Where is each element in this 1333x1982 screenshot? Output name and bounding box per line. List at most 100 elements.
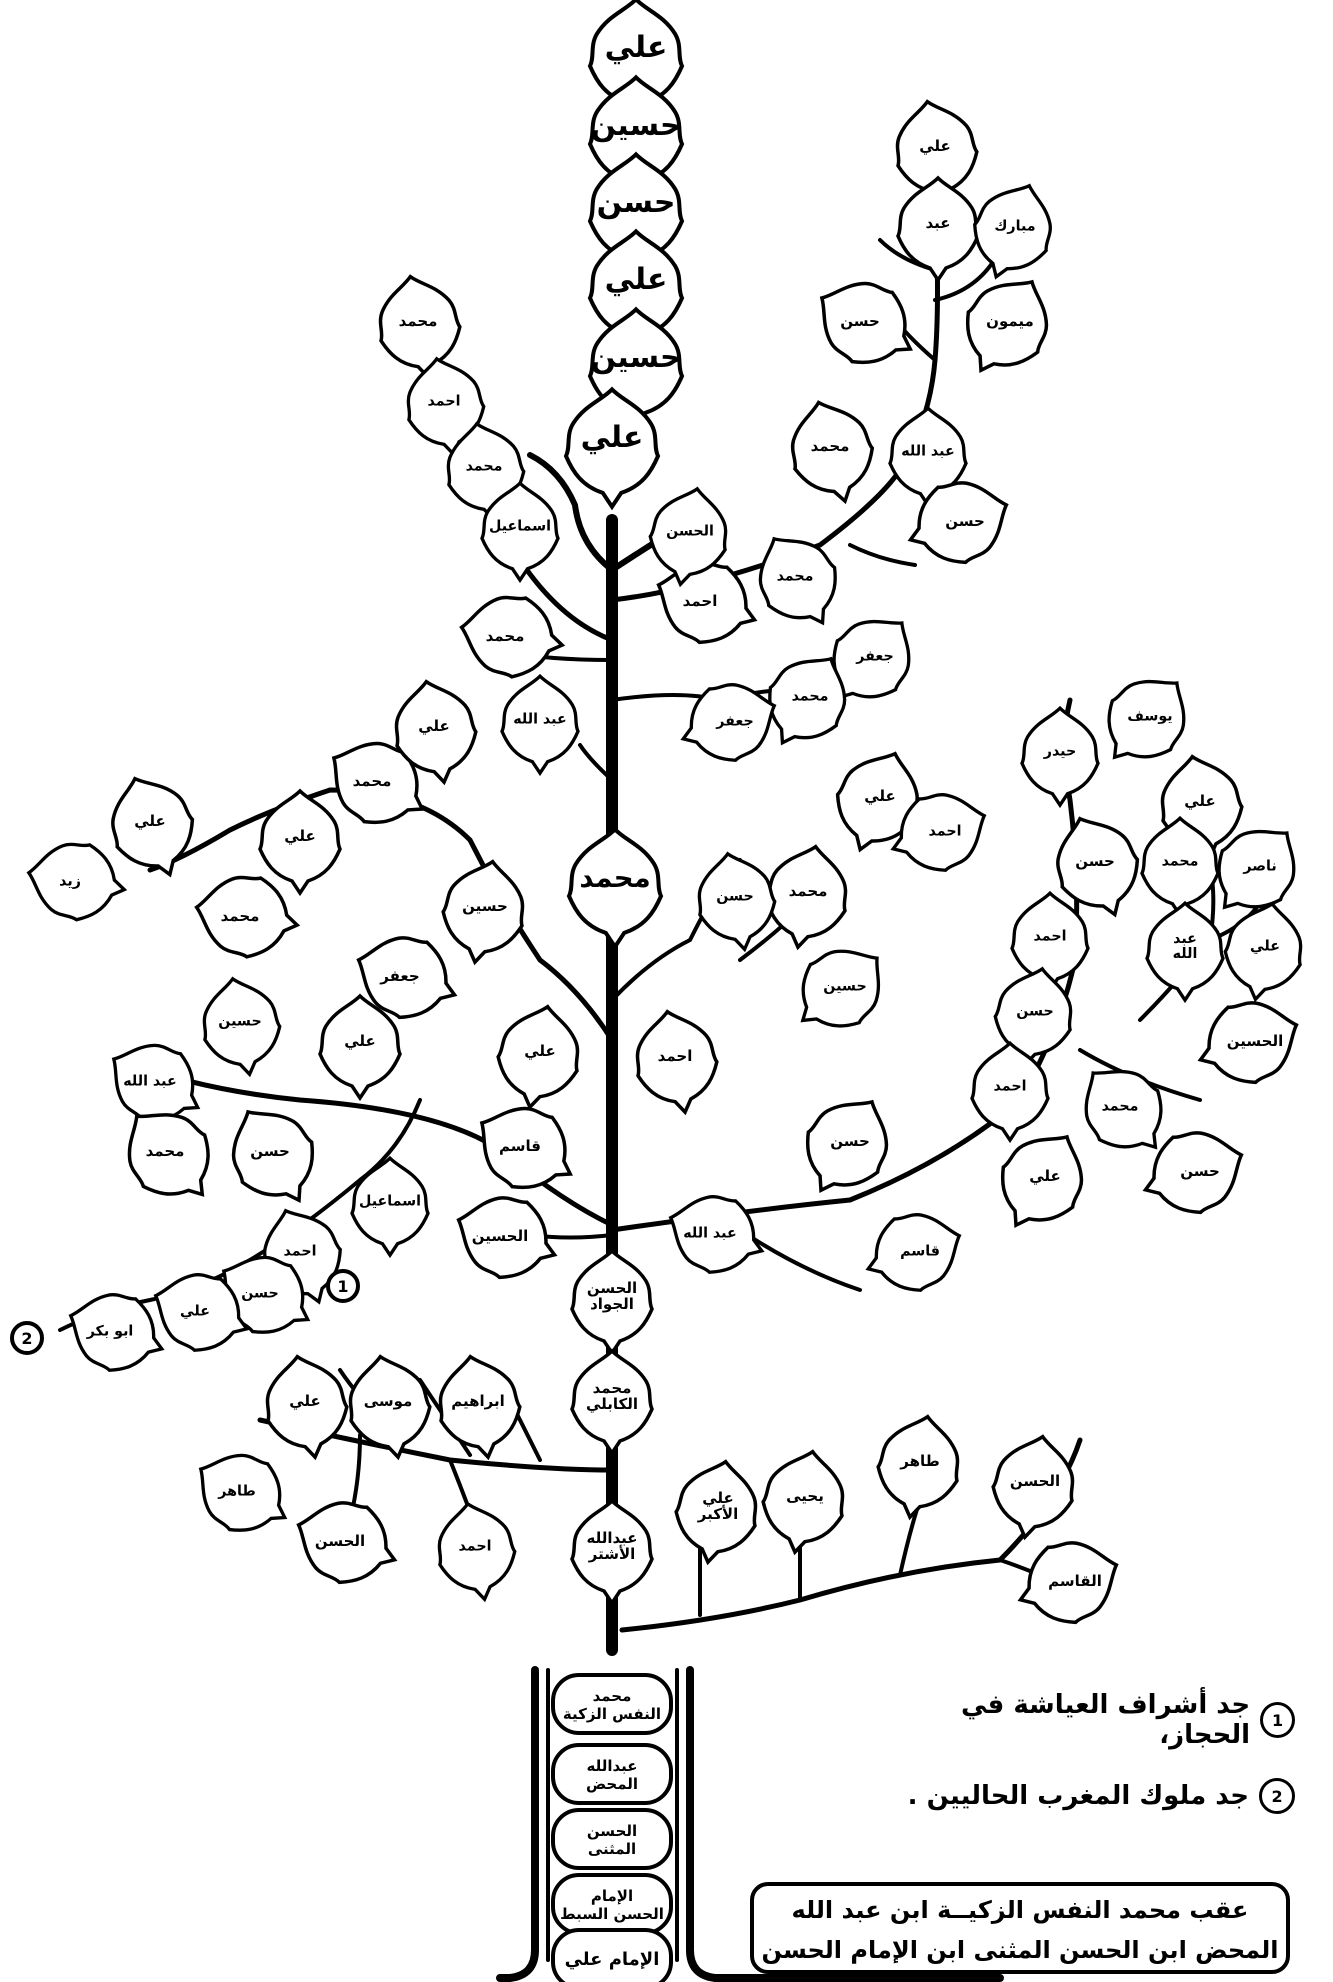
leaf-right_upper-10-label: الحسن xyxy=(666,524,714,540)
leaf-trunk-top-3-label: علي xyxy=(605,262,668,297)
note-1-number: 1 xyxy=(1260,1702,1295,1738)
leaf-right_upper-6: محمد xyxy=(780,392,884,511)
leaf-trunk-top-4-label: حسين xyxy=(590,340,681,375)
leaf-trunk-mid-0-label: محمد xyxy=(579,861,650,894)
leaf-right_upper-7-label: حسن xyxy=(945,512,985,530)
leaf-far_right-10-label: محمد xyxy=(1162,854,1199,870)
leaf-far_right-13-label: علي xyxy=(1250,939,1280,955)
leaf-right_mid-2-label: محمد xyxy=(789,882,828,900)
leaf-lower_left-3: حسن xyxy=(213,1092,333,1220)
leaf-right_upper-2: مبارك xyxy=(960,173,1065,290)
leaf-left_mid-3-label: علي xyxy=(284,827,316,845)
leaf-far_right-11-label: ناصر xyxy=(1242,859,1276,875)
leaf-lower_right-2-label: قاسم xyxy=(900,1244,940,1260)
leaf-left_mid-6: حسين xyxy=(436,855,532,969)
summary-line-2: المحض ابن الحسن المثنى ابن الإمام الحسن xyxy=(754,1930,1286,1970)
trunk-base-node-0-label: محمد xyxy=(593,1687,632,1705)
summary-line-1: عقب محمد النفس الزكيــة ابن عبد الله xyxy=(754,1890,1286,1930)
leaf-left_mid-1: زيد xyxy=(22,835,131,927)
leaf-left_mid-8-label: علي xyxy=(524,1042,556,1060)
leaf-left_mid-4-label: محمد xyxy=(353,772,392,790)
leaf-trunk-mid-1-label: الجواد xyxy=(590,1295,634,1313)
leaf-right_mid-3-label: حسن xyxy=(716,889,754,905)
leaf-bottom_right-0-label: الأكبر xyxy=(697,1505,739,1523)
leaf-right_upper-1-label: عبد xyxy=(925,214,950,232)
leaf-right_upper-8-label: محمد xyxy=(777,569,814,585)
leaf-far_right-3-label: احمد xyxy=(1034,929,1067,945)
note-2: 2 جد ملوك المغرب الحاليين . xyxy=(875,1778,1295,1814)
leaf-bottom_right-2-label: طاهر xyxy=(899,1452,940,1470)
leaf-left_mid-2-label: محمد xyxy=(221,907,260,925)
leaf-lower_left-1-label: عبد الله xyxy=(123,1074,176,1090)
leaf-far_right-1-label: حيدر xyxy=(1043,744,1077,760)
trunk-base-node-4-label: الإمام علي xyxy=(565,1949,660,1970)
leaf-left_mid-5-label: علي xyxy=(418,717,450,735)
leaf-left_mid-2: محمد xyxy=(190,868,304,964)
trunk-base-node-2: الحسنالمثنى xyxy=(553,1810,671,1868)
leaf-left_upper-5: عبد الله xyxy=(502,676,578,773)
leaf-right_mid-1-label: احمد xyxy=(929,824,962,840)
leaf-bottom_left-4-label: الحسن xyxy=(315,1532,365,1550)
leaf-left_upper-5-label: عبد الله xyxy=(513,712,566,728)
leaf-lower_left-8-label: حسن xyxy=(241,1286,279,1302)
leaf-bottom_left-2-label: ابراهيم xyxy=(451,1392,505,1410)
leaf-right_upper-3: حسن xyxy=(802,263,930,383)
trunk-base-node-1: عبداللهالمحض xyxy=(553,1745,671,1803)
leaf-left_mid-8: علي xyxy=(491,1000,587,1114)
leaf-far_right-14: الحسين xyxy=(1187,987,1310,1097)
leaf-far_right-2-label: حسن xyxy=(1075,852,1115,870)
leaf-bottom_left-4: الحسن xyxy=(285,1487,408,1597)
leaf-far_right-12-label: الله xyxy=(1173,946,1198,962)
leaf-lower_left-5-label: قاسم xyxy=(499,1137,541,1155)
leaf-right_mid-5-label: احمد xyxy=(658,1047,693,1065)
leaf-left_upper-4-label: محمد xyxy=(486,627,525,645)
leaf-left_mid-1-label: زيد xyxy=(59,874,81,890)
trunk-base-wall-left xyxy=(500,1670,535,1978)
note-1: 1 جد أشراف العياشة في الحجاز، xyxy=(875,1690,1295,1750)
leaf-lower_left-4-label: محمد xyxy=(146,1142,185,1160)
leaf-lower_left-11-label: الحسين xyxy=(472,1227,528,1245)
leaf-trunk-mid-2-label: الكابلي xyxy=(586,1395,638,1413)
trunk-base-node-0-label: النفس الزكية xyxy=(563,1705,661,1723)
leaf-trunk-top-2-label: حسن xyxy=(597,185,676,220)
leaf-left_mid-6-label: حسين xyxy=(462,897,508,915)
leaf-far_right-14-label: الحسين xyxy=(1227,1032,1283,1050)
leaf-bottom_left-5-label: احمد xyxy=(459,1539,492,1555)
leaf-right_upper-3-label: حسن xyxy=(840,312,880,330)
leaf-lower_right-1: عبد الله xyxy=(658,1182,775,1287)
leaf-lower_left-10-label: ابو بكر xyxy=(86,1324,134,1340)
leaf-far_right-12-label: عبد xyxy=(1173,931,1197,947)
leaf-right_upper-0-label: علي xyxy=(919,137,951,155)
leaf-trunk-mid-0: محمد xyxy=(569,829,661,946)
marker-2-label: 2 xyxy=(21,1329,32,1348)
leaf-bottom_left-1: موسى xyxy=(341,1350,437,1464)
leaf-bottom_right-1: يحيى xyxy=(756,1445,852,1559)
trunk-base-node-2-label: المثنى xyxy=(588,1840,636,1858)
leaf-jaafar-0-label: جعفر xyxy=(855,649,893,665)
leaf-right_upper-5-label: عبد الله xyxy=(901,444,954,460)
leaf-trunk-mid-3-label: الأشتر xyxy=(588,1545,636,1563)
leaf-lower_right-0-label: حسن xyxy=(830,1132,870,1150)
leaf-far_right-13: علي xyxy=(1218,897,1310,1006)
leaf-far_right-6-label: محمد xyxy=(1102,1099,1139,1115)
leaf-jaafar-2-label: جعفر xyxy=(715,714,753,730)
leaf-bottom_right-2: طاهر xyxy=(871,1410,967,1524)
leaf-right_upper-6-label: محمد xyxy=(811,437,850,455)
marker-2: 2 xyxy=(12,1323,42,1353)
leaf-bottom_left-5: احمد xyxy=(430,1497,522,1606)
leaf-left_upper-1-label: احمد xyxy=(428,394,461,410)
leaf-right_mid-4-label: حسين xyxy=(823,979,866,995)
leaf-jaafar-2: جعفر xyxy=(670,670,787,775)
leaf-right_mid-5: احمد xyxy=(628,1005,724,1119)
leaf-lower_left-0: حسين xyxy=(195,972,287,1081)
leaf-bottom_left-0: علي xyxy=(258,1350,354,1464)
leaf-jaafar-1-label: محمد xyxy=(792,689,829,705)
leaf-trunk-top-5-label: علي xyxy=(581,420,644,455)
trunk-base-node-1-label: عبدالله xyxy=(586,1757,637,1775)
leaf-left_upper-0-label: محمد xyxy=(399,312,438,330)
leaf-far_right-7-label: حسن xyxy=(1180,1162,1220,1180)
note-2-number: 2 xyxy=(1259,1778,1295,1814)
leaf-lower_left-5: قاسم xyxy=(462,1088,590,1208)
leaf-bottom_right-1-label: يحيى xyxy=(786,1487,824,1505)
